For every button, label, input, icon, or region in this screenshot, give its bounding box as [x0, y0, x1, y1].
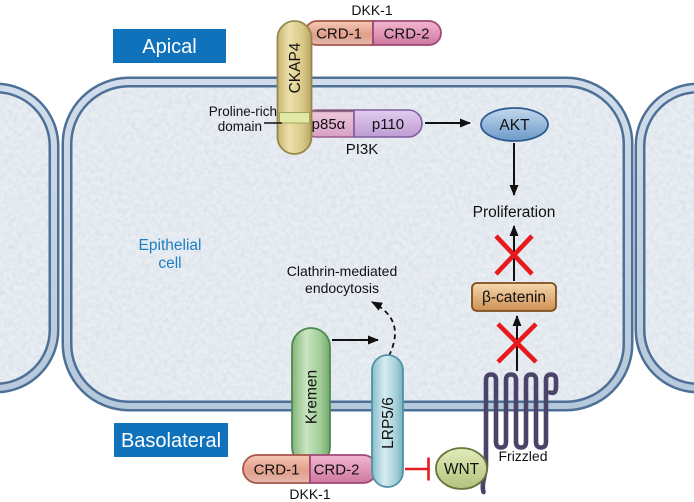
inhibition-lrp-wnt — [405, 457, 430, 481]
frizzled-label: Frizzled — [498, 448, 547, 464]
apical-label: Apical — [142, 36, 196, 58]
left-epithelial-cell — [0, 82, 60, 394]
basolateral-dkk1-label: DKK-1 — [289, 486, 330, 502]
endocytosis-label-line1: Clathrin-mediated — [287, 263, 398, 279]
lrp56-label: LRP5/6 — [380, 397, 397, 449]
akt-node: AKT — [480, 107, 549, 142]
arrow-dashed-endocytosis — [371, 301, 396, 357]
apical-dkk1-label: DKK-1 — [351, 2, 392, 18]
apical-crd2-label: CRD-2 — [384, 26, 430, 43]
inhibition-cross-upper — [494, 234, 534, 276]
beta-catenin-node: β-catenin — [471, 282, 557, 312]
main-epithelial-cell — [61, 76, 634, 412]
frizzled-receptor — [480, 372, 559, 495]
proliferation-label: Proliferation — [473, 204, 556, 221]
akt-label: AKT — [499, 117, 530, 134]
kremen-receptor: Kremen — [291, 327, 331, 467]
proline-rich-label-line2: domain — [218, 119, 262, 134]
basolateral-crd2-label: CRD-2 — [314, 462, 360, 479]
epithelial-cell-label-line2: cell — [158, 255, 181, 272]
proline-rich-label-line1: Proline-rich — [209, 104, 277, 119]
beta-catenin-label: β-catenin — [482, 289, 546, 306]
pi3k-complex: p85α p110 PI3K — [302, 109, 423, 158]
p110-label: p110 — [372, 116, 404, 133]
right-epithelial-cell — [634, 82, 694, 394]
apical-dkk1-complex: DKK-1 CRD-1 CRD-2 — [304, 2, 442, 46]
ckap4-label: CKAP4 — [287, 42, 304, 93]
wnt-label: WNT — [444, 461, 480, 478]
basolateral-crd1-label: CRD-1 — [254, 462, 300, 479]
kremen-label: Kremen — [304, 370, 321, 424]
apical-region-tag: Apical — [113, 29, 226, 63]
proline-rich-callout: Proline-rich domain — [209, 104, 282, 134]
wnt-ligand: WNT — [435, 447, 488, 490]
inhibition-cross-lower — [496, 322, 538, 364]
basolateral-dkk1-complex: CRD-1 CRD-2 DKK-1 — [242, 454, 378, 502]
basolateral-crd1-domain — [242, 454, 311, 484]
p110-subunit — [353, 109, 423, 138]
ckap4-receptor: CKAP4 — [276, 20, 313, 155]
apical-crd2-domain — [372, 20, 442, 46]
pi3k-label: PI3K — [346, 141, 379, 158]
basolateral-label: Basolateral — [121, 430, 221, 452]
proline-rich-domain-band — [279, 112, 310, 124]
lrp56-receptor: LRP5/6 — [371, 354, 404, 488]
apical-crd1-label: CRD-1 — [316, 26, 362, 43]
endocytosis-label-line2: endocytosis — [305, 280, 379, 296]
epithelial-cell-label-line1: Epithelial — [139, 237, 202, 254]
p85-label: p85α — [312, 116, 346, 133]
basolateral-region-tag: Basolateral — [114, 423, 228, 457]
